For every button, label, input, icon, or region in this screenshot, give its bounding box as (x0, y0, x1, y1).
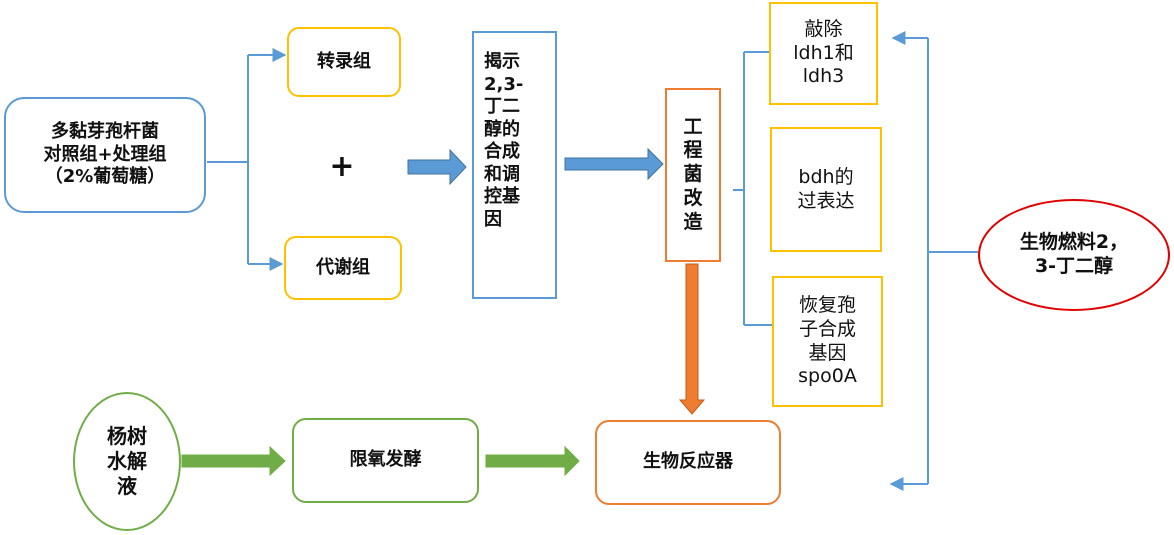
fermentation-to-bioreactor-arrow (485, 445, 580, 477)
overexpress-line: 过表达 (797, 189, 855, 212)
engineering-to-strategies-connector (733, 51, 772, 326)
overexpress-line: bdh的 (798, 165, 854, 188)
engineering-line: 菌 (683, 163, 703, 186)
transcriptome-line: 转录组 (317, 50, 371, 72)
engineering-box: 工程菌改造 (665, 88, 721, 262)
reveal-line: 和调 (484, 163, 520, 185)
product-line: 3-丁二醇 (1034, 255, 1114, 277)
source-line: 多黏芽孢杆菌 (51, 121, 159, 143)
source-line: （2%葡萄糖） (44, 166, 166, 188)
poplar-hydrolysate-ellipse: 杨树水解液 (73, 392, 181, 531)
poplar-line: 杨树 (107, 424, 147, 448)
product-line: 生物燃料2， (1019, 231, 1129, 254)
product-feedback-connector (889, 31, 978, 491)
reveal-line: 丁二 (484, 96, 520, 117)
transcriptome-box: 转录组 (287, 27, 401, 97)
fermentation-box: 限氧发酵 (292, 418, 479, 503)
metabolome-line: 代谢组 (316, 256, 370, 278)
restore-line: 子合成 (798, 317, 856, 340)
reveal-to-engineering-arrow (564, 147, 664, 181)
poplar-line: 水解 (107, 449, 147, 473)
source-line: 对照组+处理组 (43, 143, 167, 165)
source-strain-box: 多黏芽孢杆菌对照组+处理组（2%葡萄糖） (4, 97, 206, 213)
restore-line: spo0A (798, 365, 857, 388)
fermentation-line: 限氧发酵 (349, 449, 422, 471)
engineering-line: 改 (683, 186, 703, 209)
bioreactor-box: 生物反应器 (595, 420, 781, 505)
bioreactor-line: 生物反应器 (643, 451, 733, 473)
poplar-line: 液 (117, 474, 137, 498)
poplar-to-fermentation-arrow (181, 445, 286, 477)
engineering-line: 工 (683, 115, 703, 138)
metabolome-box: 代谢组 (284, 236, 402, 300)
reveal-line: 2,3- (484, 73, 524, 95)
knockout-line: 敲除 (804, 17, 843, 40)
reveal-line: 揭示 (484, 51, 520, 72)
knockout-line: ldh1和 (793, 41, 854, 64)
reveal-line: 醇的 (484, 118, 520, 140)
engineering-line: 程 (683, 139, 703, 162)
source-to-omics-connector (207, 48, 287, 271)
knockout-line: ldh3 (802, 65, 845, 88)
reveal-line: 控基 (484, 186, 520, 207)
omics-to-reveal-arrow (407, 148, 467, 186)
restore-line: 恢复孢 (798, 294, 856, 316)
product-ellipse: 生物燃料2，3-丁二醇 (978, 199, 1170, 311)
restore-line: 基因 (808, 341, 847, 364)
engineering-line: 造 (683, 210, 703, 233)
engineering-to-bioreactor-arrow (678, 263, 706, 415)
reveal-line: 因 (484, 208, 502, 230)
plus-sign: + (329, 148, 355, 184)
reveal-line: 合成 (484, 141, 520, 162)
overexpression-box: bdh的过表达 (770, 127, 882, 252)
